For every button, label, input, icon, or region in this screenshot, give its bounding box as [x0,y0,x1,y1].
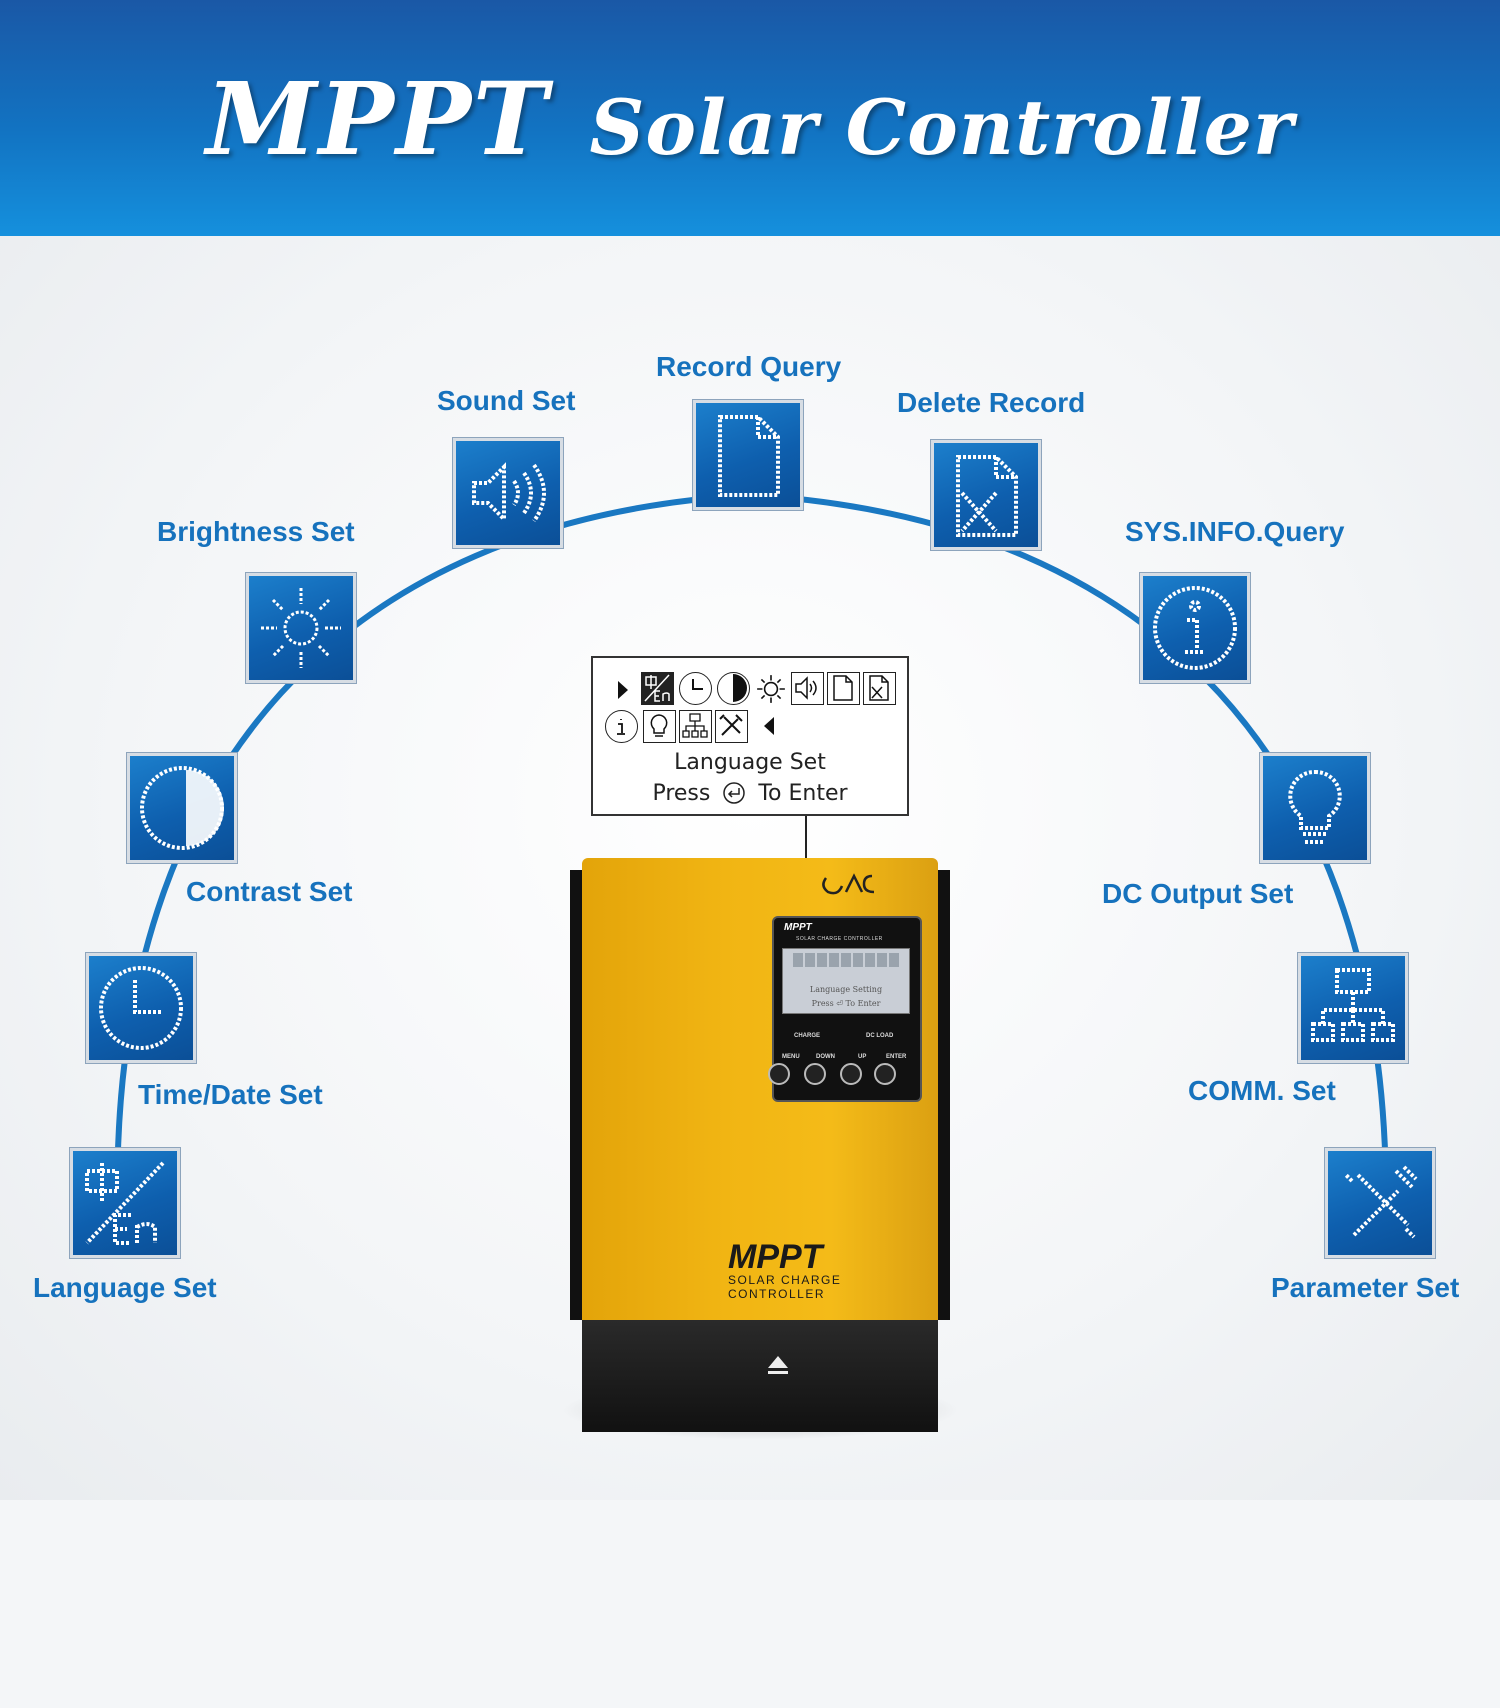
bulb-icon [1288,769,1342,844]
btn-down-label: DOWN [816,1054,835,1060]
arrow-left-icon [764,717,774,735]
device-brand: MPPT [728,1238,823,1276]
label-language: Language Set [33,1272,217,1303]
info-icon [1153,586,1237,670]
clock-icon [99,966,183,1050]
network-icon [1311,968,1395,1042]
tile-comm[interactable] [1298,953,1408,1063]
popup-line-2: Press To Enter [593,781,907,806]
title-sub: Solar Controller [589,83,1295,172]
menu-button[interactable] [768,1063,790,1085]
tile-sys-info[interactable] [1140,573,1250,683]
tile-contrast[interactable] [127,753,237,863]
popup-tools-icon [715,710,748,743]
panel-subtitle: SOLAR CHARGE CONTROLLER [796,936,883,942]
right-mount-rail [936,870,950,1320]
popup-document-icon [827,672,860,705]
screen-icon-row [793,953,901,967]
title-main: MPPT [205,60,550,178]
btn-enter-label: ENTER [886,1054,907,1060]
page-title: MPPT Solar Controller [0,60,1500,178]
solar-controller-device: MPPT SOLAR CHARGE CONTROLLER Language Se… [568,858,952,1708]
label-sys-info: SYS.INFO.Query [1125,516,1345,547]
popup-bulb-icon [643,710,676,743]
label-contrast: Contrast Set [186,876,353,907]
label-brightness: Brightness Set [157,516,355,547]
device-brand-subtitle: SOLAR CHARGE CONTROLLER [728,1273,842,1301]
terminal-cover [582,1320,938,1432]
tile-sound[interactable] [453,438,563,548]
enter-icon [723,782,746,804]
btn-up-label: UP [858,1054,867,1060]
left-mount-rail [570,870,584,1320]
popup-speaker-icon [791,672,824,705]
popup-contrast-icon [717,672,750,705]
up-button[interactable] [840,1063,862,1085]
brand-logo [822,873,875,895]
popup-network-icon [679,710,712,743]
tile-parameter[interactable] [1325,1148,1435,1258]
tools-icon [1344,1165,1418,1239]
label-dc-output: DC Output Set [1102,878,1294,909]
popup-language-icon [641,672,674,705]
header-banner: MPPT Solar Controller [0,0,1500,236]
contrast-icon [140,766,224,850]
tile-language[interactable] [70,1148,180,1258]
language-icon [85,1161,165,1245]
tile-brightness[interactable] [246,573,356,683]
label-time-date: Time/Date Set [138,1079,323,1110]
label-comm: COMM. Set [1188,1075,1336,1106]
speaker-icon [472,462,546,524]
eject-icon [768,1356,788,1374]
popup-info-icon [605,710,638,743]
btn-menu-label: MENU [782,1054,800,1060]
tile-delete-record[interactable] [931,440,1041,550]
led-dc-load-label: DC LOAD [866,1033,894,1039]
label-parameter: Parameter Set [1271,1272,1460,1303]
lcd-popup: Language Set Press To Enter [591,656,909,816]
arrow-right-icon [618,681,628,699]
popup-clock-icon [679,672,712,705]
enter-button[interactable] [874,1063,896,1085]
popup-press: Press [652,781,711,806]
document-icon [718,415,780,497]
popup-delete-document-icon [863,672,896,705]
panel-brand: MPPT [784,922,812,933]
tile-time-date[interactable] [86,953,196,1063]
down-button[interactable] [804,1063,826,1085]
screen-line-2: Press ⏎ To Enter [811,999,881,1008]
led-charge-label: CHARGE [794,1033,821,1039]
tile-dc-output[interactable] [1260,753,1370,863]
tile-record-query[interactable] [693,400,803,510]
popup-sun-icon [757,675,785,703]
device-lcd-screen: Language Setting Press ⏎ To Enter [782,948,910,1014]
label-delete-record: Delete Record [897,387,1086,418]
label-sound: Sound Set [437,385,576,416]
screen-line-1: Language Setting [809,985,883,994]
label-record-query: Record Query [656,351,842,382]
sun-icon [261,588,341,668]
popup-line-1: Language Set [674,750,826,775]
popup-to-enter: To Enter [758,781,848,806]
delete-document-icon [956,455,1018,537]
device-body: MPPT SOLAR CHARGE CONTROLLER Language Se… [582,858,938,1320]
